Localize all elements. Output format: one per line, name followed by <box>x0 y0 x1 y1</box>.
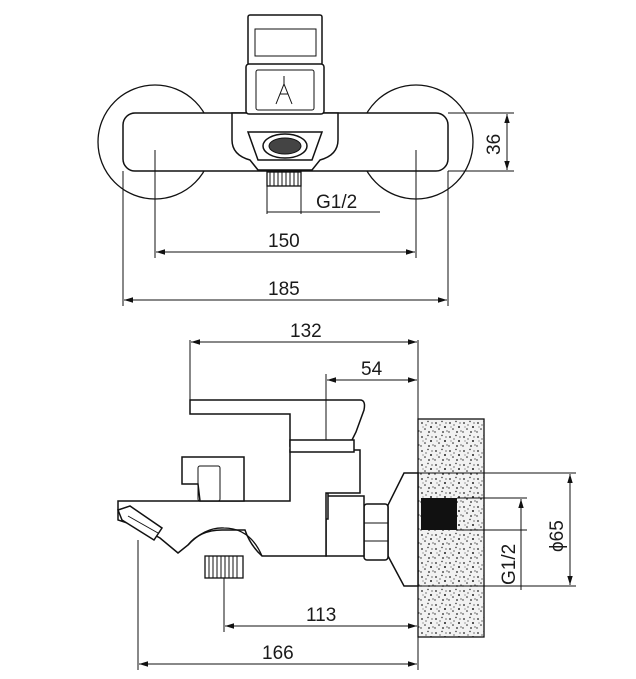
dim-label-54: 54 <box>361 359 383 380</box>
diverter-knob-side <box>181 456 245 502</box>
wall-pipe <box>421 498 457 530</box>
dim-label-g12-top: G1/2 <box>316 192 357 213</box>
cartridge-body <box>289 439 355 453</box>
inlet-thread-top <box>266 171 302 187</box>
diverter-stem <box>245 63 325 115</box>
spout-outlet-aerator <box>268 137 302 155</box>
dim-label-185: 185 <box>268 279 300 300</box>
wall-flange-cone <box>387 472 419 587</box>
dim-label-g12-side: G1/2 <box>499 544 520 585</box>
side-view: 132 54 G1/2 ϕ65 113 166 <box>117 321 576 670</box>
spout-aerator-line <box>127 515 159 534</box>
diverter-stem-inner <box>255 69 315 111</box>
diverter-knob-inner <box>254 28 317 57</box>
dim-label-150: 150 <box>268 231 300 252</box>
dim-label-65: ϕ65 <box>547 520 568 552</box>
spout-base-curve <box>187 527 263 557</box>
union-body <box>325 495 365 557</box>
diverter-knob-top <box>247 14 323 66</box>
inlet-thread-hatch-side <box>208 556 238 578</box>
dim-label-166: 166 <box>262 643 294 664</box>
dim-label-36: 36 <box>484 134 505 155</box>
dim-label-132: 132 <box>290 321 322 342</box>
top-view: G1/2 36 150 185 <box>97 14 514 306</box>
inlet-thread-hatch-top <box>269 172 299 186</box>
lever-handle <box>189 399 366 447</box>
dim-label-113: 113 <box>306 605 336 626</box>
hex-nut <box>363 503 389 561</box>
diverter-detail <box>275 76 293 105</box>
